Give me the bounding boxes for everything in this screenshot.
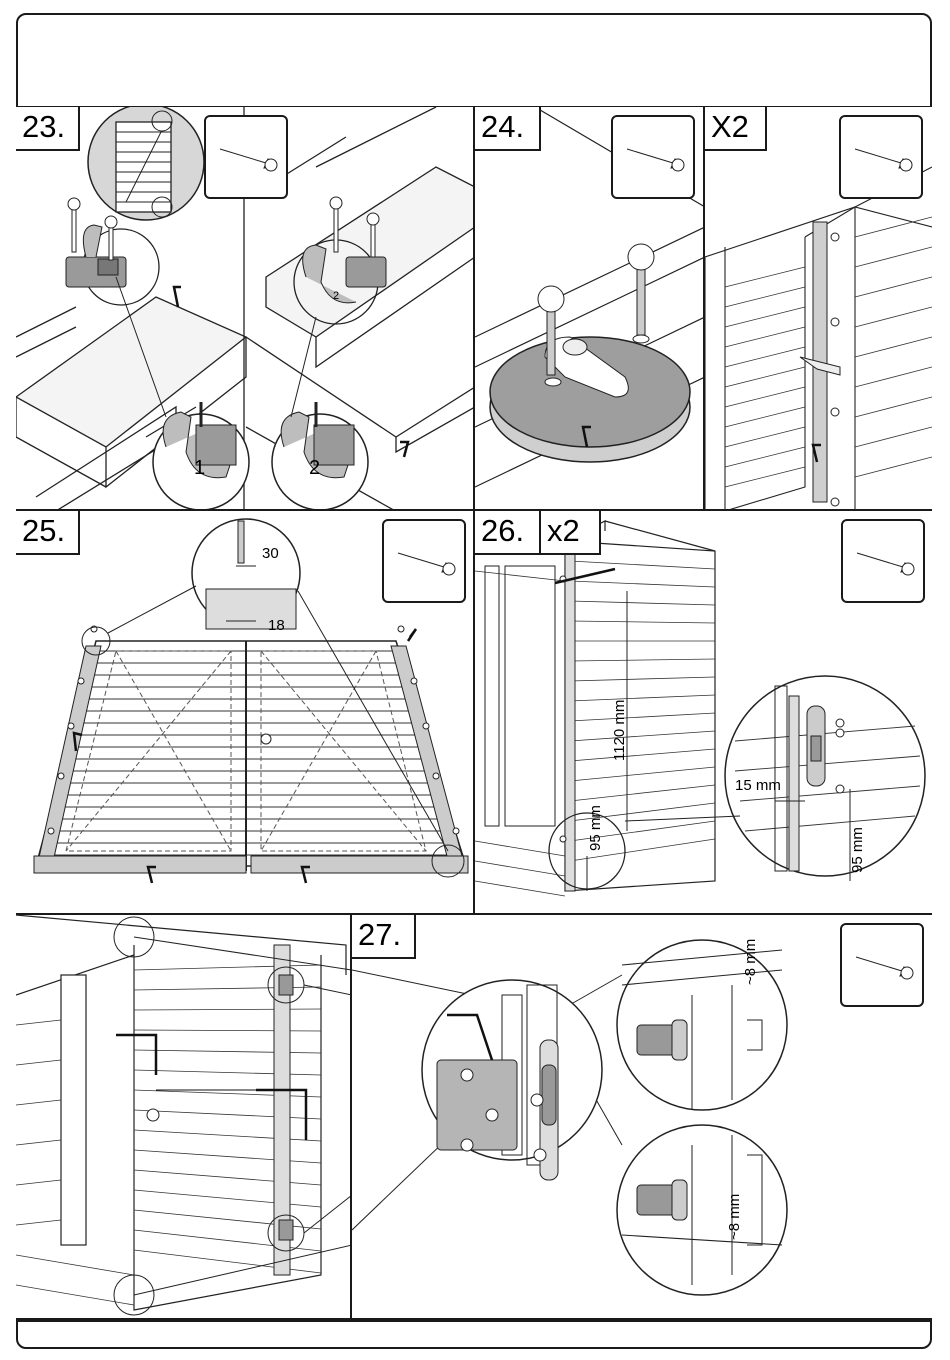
- door-panel-icon: [34, 641, 468, 873]
- header-area: [16, 13, 932, 108]
- step-27-panel: 27. ~8 mm ~8 mm: [352, 915, 932, 1320]
- screw-icon: [394, 547, 458, 577]
- step-23-label: 23.: [16, 107, 80, 151]
- step-27-left-panel: [16, 915, 352, 1320]
- screw-box-24b: [839, 115, 923, 199]
- step-26-panel: 26. x2 1120 mm 15 mm 95 mm 95 mm: [475, 511, 932, 915]
- callout-2: 2: [309, 457, 320, 480]
- step-23-panel: 23. 1 2 2: [16, 107, 475, 511]
- screw-box-27: [840, 923, 924, 1007]
- callout-2-small: 2: [333, 290, 339, 302]
- latch-icon: [807, 706, 825, 786]
- screw-icon: [853, 547, 917, 577]
- latch-icon: [563, 339, 587, 355]
- dim-15: 15 mm: [735, 777, 781, 794]
- screw-icon: [851, 143, 915, 173]
- dim-95-right: 95 mm: [849, 827, 866, 873]
- step-24b-label: X2: [705, 107, 767, 151]
- screw-box-25: [382, 519, 466, 603]
- step-26-qty: x2: [539, 511, 601, 555]
- screw-icon: [216, 143, 280, 173]
- hinge-icon: [637, 1180, 687, 1220]
- screw-box-23: [204, 115, 288, 199]
- footer-area: [16, 1320, 932, 1349]
- step-25-panel: 25. 30 18: [16, 511, 475, 915]
- screw-icon: [852, 951, 916, 981]
- step-24-label: 24.: [475, 107, 541, 151]
- screw-box-24: [611, 115, 695, 199]
- hinge-icon: [637, 1020, 687, 1060]
- step-27-label: 27.: [352, 915, 416, 959]
- step-25-label: 25.: [16, 511, 80, 555]
- dim-30: 30: [262, 545, 279, 562]
- callout-1: 1: [194, 457, 205, 480]
- gap-top: ~8 mm: [742, 939, 759, 985]
- dim-1120: 1120 mm: [611, 700, 628, 761]
- gap-bottom: ~8 mm: [726, 1194, 743, 1240]
- screw-icon: [623, 143, 687, 173]
- step-24b-panel: X2: [705, 107, 932, 511]
- screw-box-26: [841, 519, 925, 603]
- step-24-panel: 24.: [475, 107, 705, 511]
- step-26-label: 26.: [475, 511, 539, 555]
- dim-18: 18: [268, 617, 285, 634]
- step-27-left-illustration: [16, 915, 352, 1320]
- dim-95-left: 95 mm: [587, 805, 604, 851]
